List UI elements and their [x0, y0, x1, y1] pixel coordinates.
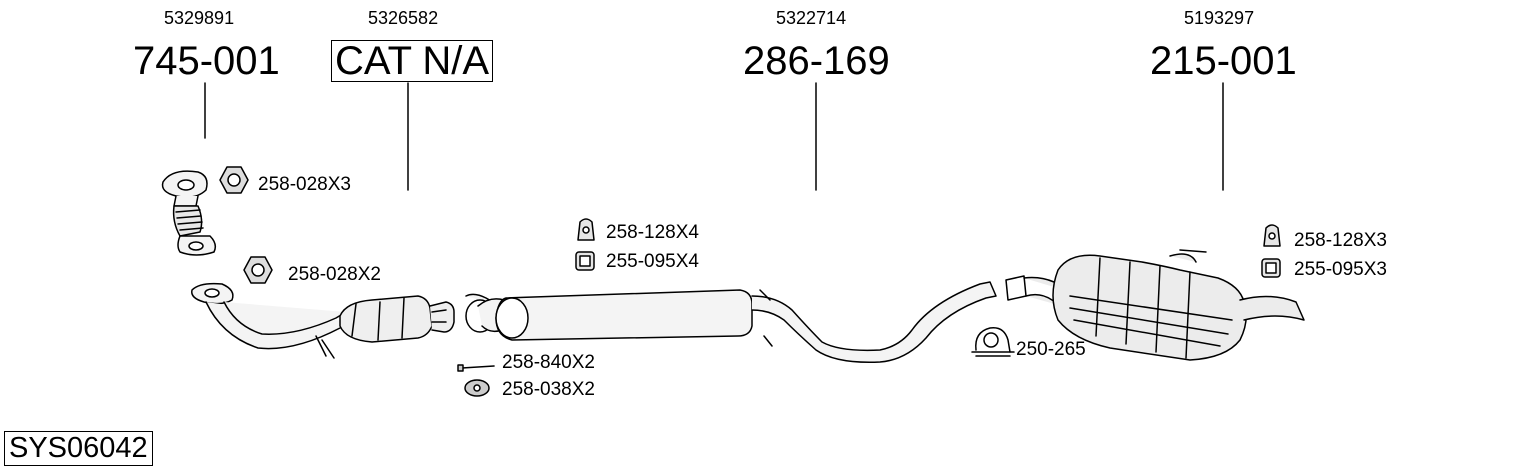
part-number-rear-silencer[interactable]: 215-001: [1150, 39, 1297, 83]
accessory-label[interactable]: 255-095X3: [1294, 259, 1387, 280]
rubber-hanger-icon: [577, 218, 595, 241]
middle-silencer: [465, 281, 997, 363]
accessory-label[interactable]: 258-128X3: [1294, 230, 1387, 251]
rear-silencer: [1005, 249, 1305, 361]
accessory-label[interactable]: 255-095X4: [606, 251, 699, 272]
rubber-mount-icon: [1261, 258, 1281, 278]
accessory-label[interactable]: 258-128X4: [606, 222, 699, 243]
nut-icon: [219, 166, 249, 194]
accessory-label[interactable]: 258-028X2: [288, 264, 381, 285]
part-number-catalyst[interactable]: CAT N/A: [331, 40, 494, 82]
flange-nut-icon: [464, 379, 490, 397]
oem-number-front-pipe: 5329891: [164, 8, 235, 28]
pipe-clamp-icon: [971, 327, 1015, 357]
bolt-icon: [457, 364, 495, 372]
rubber-mount-icon: [575, 251, 595, 271]
nut-icon: [243, 256, 273, 284]
part-number-middle-silencer[interactable]: 286-169: [743, 39, 890, 83]
accessory-label[interactable]: 258-840X2: [502, 352, 595, 373]
oem-number-rear-silencer: 5193297: [1184, 8, 1255, 28]
front-pipe-flex-section: [161, 170, 217, 256]
part-number-front-pipe[interactable]: 745-001: [133, 39, 280, 83]
rubber-hanger-icon: [1263, 224, 1281, 247]
oem-number-middle-silencer: 5322714: [776, 8, 847, 28]
front-pipe: [191, 282, 351, 359]
accessory-label[interactable]: 258-038X2: [502, 379, 595, 400]
oem-number-catalyst: 5326582: [368, 8, 439, 28]
accessory-label[interactable]: 258-028X3: [258, 174, 351, 195]
system-code: SYS06042: [4, 431, 153, 466]
accessory-label[interactable]: 250-265: [1016, 339, 1086, 360]
catalyst: [339, 295, 455, 343]
